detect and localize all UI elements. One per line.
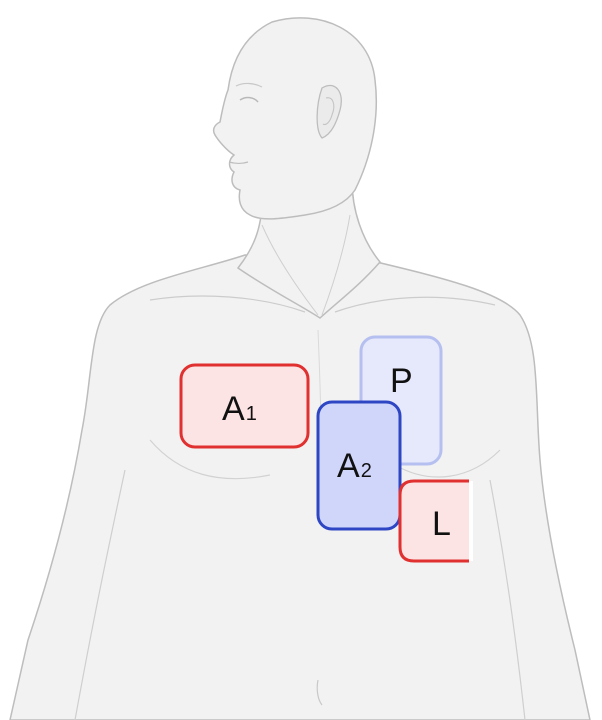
torso — [10, 255, 590, 720]
pad-a1: A1 — [181, 365, 308, 447]
head — [214, 18, 377, 219]
pad-l-label: L — [432, 505, 451, 543]
pad-l: L — [400, 481, 473, 561]
pad-a2: A2 — [318, 402, 400, 529]
pad-l-clip-edge — [469, 481, 473, 561]
pad-p-label: P — [390, 362, 413, 400]
